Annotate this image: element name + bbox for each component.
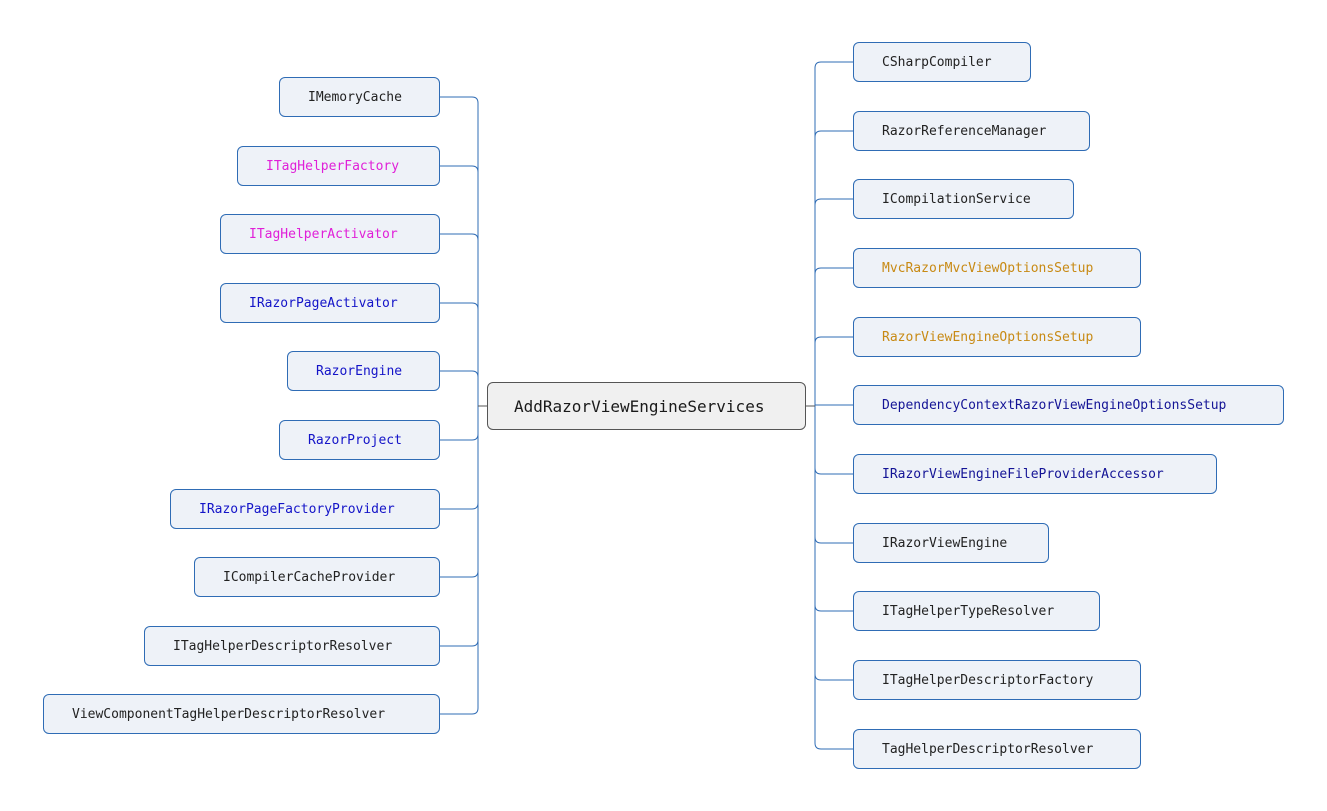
right-node-irazorviewenginefileprovideraccessor[interactable]: IRazorViewEngineFileProviderAccessor (853, 454, 1217, 494)
right-node-label: ITagHelperTypeResolver (882, 603, 1055, 619)
left-node-itaghelperfactory[interactable]: ITagHelperFactory (237, 146, 440, 186)
left-node-label: IRazorPageFactoryProvider (199, 501, 395, 517)
left-node-label: ICompilerCacheProvider (223, 569, 396, 585)
left-node-label: ViewComponentTagHelperDescriptorResolver (72, 706, 386, 722)
left-node-label: RazorEngine (316, 363, 403, 379)
left-node-label: ITagHelperDescriptorResolver (173, 638, 393, 654)
right-node-label: IRazorViewEngine (882, 535, 1008, 551)
center-node-label: AddRazorViewEngineServices (514, 396, 765, 416)
right-node-label: RazorReferenceManager (882, 123, 1047, 139)
right-node-label: IRazorViewEngineFileProviderAccessor (882, 466, 1164, 482)
left-node-itaghelperdescriptorresolver[interactable]: ITagHelperDescriptorResolver (144, 626, 440, 666)
right-node-label: CSharpCompiler (882, 54, 992, 70)
right-node-label: ITagHelperDescriptorFactory (882, 672, 1094, 688)
right-node-label: MvcRazorMvcViewOptionsSetup (882, 260, 1094, 276)
right-node-taghelperdescriptorresolver[interactable]: TagHelperDescriptorResolver (853, 729, 1141, 769)
right-node-label: RazorViewEngineOptionsSetup (882, 329, 1094, 345)
center-node[interactable]: AddRazorViewEngineServices (487, 382, 806, 430)
left-node-razorengine[interactable]: RazorEngine (287, 351, 440, 391)
left-node-razorproject[interactable]: RazorProject (279, 420, 440, 460)
right-node-label: ICompilationService (882, 191, 1031, 207)
left-node-label: IMemoryCache (308, 89, 402, 105)
right-node-label: TagHelperDescriptorResolver (882, 741, 1094, 757)
left-node-label: ITagHelperActivator (249, 226, 398, 242)
left-node-label: RazorProject (308, 432, 402, 448)
left-node-irazorpagefactoryprovider[interactable]: IRazorPageFactoryProvider (170, 489, 440, 529)
left-node-label: IRazorPageActivator (249, 295, 398, 311)
right-node-icompilationservice[interactable]: ICompilationService (853, 179, 1074, 219)
right-node-razorviewengineoptionssetup[interactable]: RazorViewEngineOptionsSetup (853, 317, 1141, 357)
left-node-label: ITagHelperFactory (266, 158, 400, 174)
left-node-viewcomponenttaghelperdescriptorresolver[interactable]: ViewComponentTagHelperDescriptorResolver (43, 694, 440, 734)
left-node-irazorpageactivator[interactable]: IRazorPageActivator (220, 283, 440, 323)
right-node-itaghelperdescriptorfactory[interactable]: ITagHelperDescriptorFactory (853, 660, 1141, 700)
right-node-mvcrazormvcviewoptionssetup[interactable]: MvcRazorMvcViewOptionsSetup (853, 248, 1141, 288)
left-node-imemorycache[interactable]: IMemoryCache (279, 77, 440, 117)
left-node-icompilercacheprovider[interactable]: ICompilerCacheProvider (194, 557, 440, 597)
left-node-itaghelperactivator[interactable]: ITagHelperActivator (220, 214, 440, 254)
right-node-irazorviewengine[interactable]: IRazorViewEngine (853, 523, 1049, 563)
right-node-itaghelpertyperesolver[interactable]: ITagHelperTypeResolver (853, 591, 1100, 631)
right-node-razorreferencemanager[interactable]: RazorReferenceManager (853, 111, 1090, 151)
right-node-csharpcompiler[interactable]: CSharpCompiler (853, 42, 1031, 82)
right-node-dependencycontextrazorviewengineoptionssetup[interactable]: DependencyContextRazorViewEngineOptionsS… (853, 385, 1284, 425)
right-node-label: DependencyContextRazorViewEngineOptionsS… (882, 397, 1227, 413)
left-trunk-line (440, 96, 479, 715)
